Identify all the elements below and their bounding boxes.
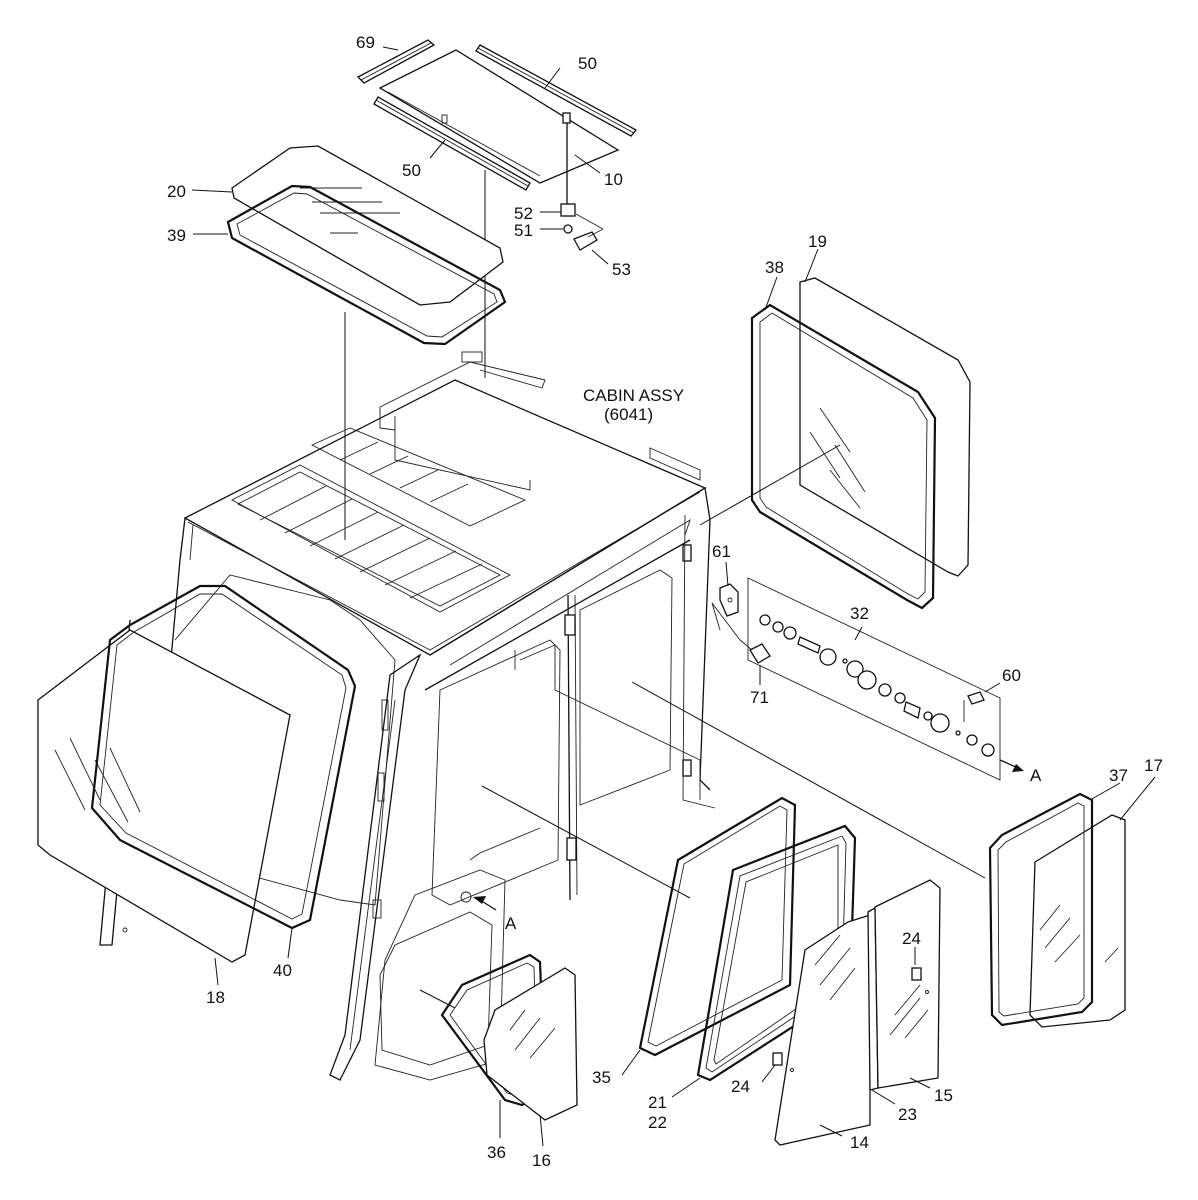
part-50-rail-upper — [475, 44, 638, 137]
callout-50-lower: 50 — [402, 161, 421, 180]
callout-a-left: A — [505, 914, 517, 933]
part-21-22-door-channel — [696, 824, 857, 1082]
callout-18: 18 — [206, 988, 225, 1007]
callout-40: 40 — [273, 961, 292, 980]
callout-61: 61 — [712, 542, 731, 561]
callout-19: 19 — [808, 232, 827, 251]
part-40-left-seal — [90, 584, 357, 930]
callout-10: 10 — [604, 170, 623, 189]
arrow-a-left — [473, 896, 497, 911]
alignment-line-glass-17 — [631, 681, 986, 879]
part-15-door-glass-upper — [874, 879, 941, 1089]
callout-23: 23 — [898, 1105, 917, 1124]
callout-71: 71 — [750, 688, 769, 707]
callout-22: 22 — [648, 1113, 667, 1132]
part-71-bolt — [739, 639, 771, 664]
part-32-door-lock-assy — [747, 577, 1001, 781]
hatch-hardware — [560, 112, 604, 251]
part-38-right-rear-seal — [750, 303, 937, 610]
callout-37: 37 — [1109, 766, 1128, 785]
callout-39: 39 — [167, 226, 186, 245]
callout-51: 51 — [514, 221, 533, 240]
alignment-line-glass-19 — [699, 444, 841, 526]
part-17-right-front-glass — [1029, 814, 1126, 1028]
callout-50-upper: 50 — [578, 54, 597, 73]
part-20-roof-glass — [231, 145, 504, 306]
part-37-right-front-seal — [988, 792, 1094, 1027]
assembly-name-label: CABIN ASSY — [583, 386, 684, 405]
part-24-latch-lower — [772, 1052, 794, 1072]
part-10-hatch-panel — [378, 49, 620, 184]
callout-leaders — [191, 46, 1156, 1147]
assembly-ref-label: (6041) — [604, 405, 653, 424]
callout-38: 38 — [765, 258, 784, 277]
callout-16: 16 — [532, 1151, 551, 1170]
callout-69: 69 — [356, 33, 375, 52]
callout-36: 36 — [487, 1143, 506, 1162]
part-16-lower-front-glass — [483, 967, 578, 1121]
part-61-bracket — [711, 583, 741, 641]
part-69-strip — [356, 39, 436, 84]
callout-52: 52 — [514, 204, 533, 223]
callout-24-upper: 24 — [902, 929, 921, 948]
callout-15: 15 — [934, 1086, 953, 1105]
arrow-a-right — [999, 759, 1024, 772]
part-19-right-rear-glass — [799, 277, 971, 577]
callout-20: 20 — [167, 182, 186, 201]
callout-32: 32 — [850, 604, 869, 623]
callout-24-lower: 24 — [731, 1077, 750, 1096]
callout-17: 17 — [1144, 756, 1163, 775]
callout-53: 53 — [612, 260, 631, 279]
callout-21: 21 — [648, 1093, 667, 1112]
alignment-line-door-glass — [481, 785, 691, 899]
callout-a-right: A — [1030, 766, 1042, 785]
part-35-door-seal-outer — [638, 796, 797, 1057]
part-18-left-glass — [37, 629, 291, 963]
part-39-roof-seal — [226, 184, 507, 346]
part-50-rail-lower — [373, 96, 531, 191]
callout-60: 60 — [1002, 666, 1021, 685]
callout-35: 35 — [592, 1068, 611, 1087]
callout-14: 14 — [850, 1133, 869, 1152]
